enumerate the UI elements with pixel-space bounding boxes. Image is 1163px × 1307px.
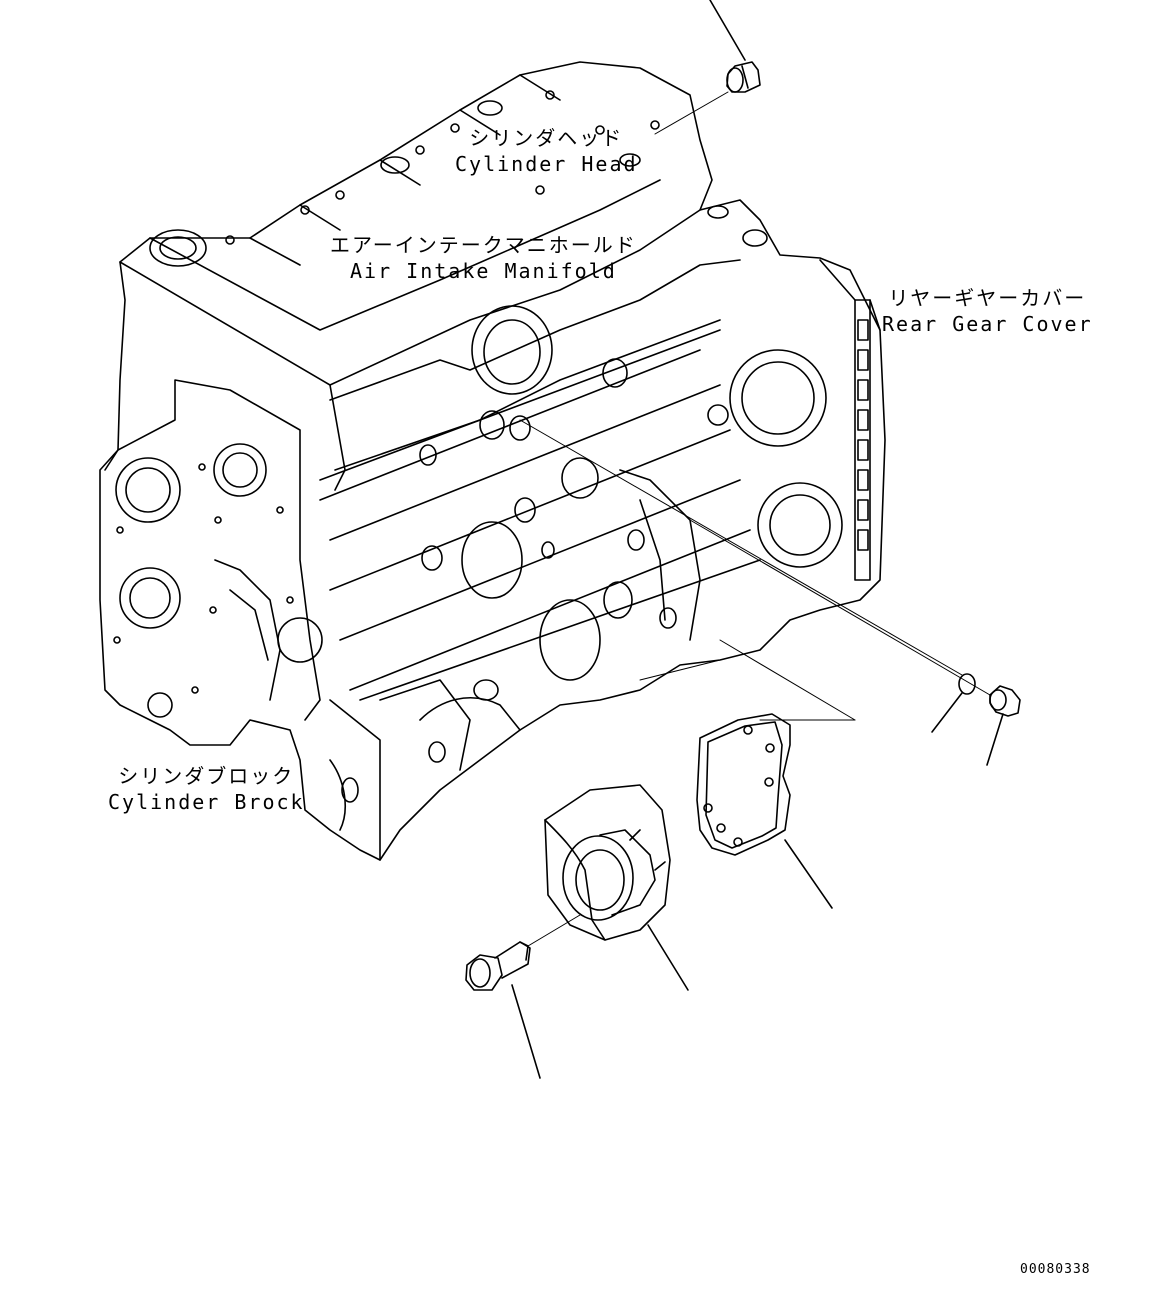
gasket-part	[696, 639, 856, 909]
cylinder-head-label-jp: シリンダヘッド	[469, 126, 624, 150]
adapter-housing-part	[544, 784, 689, 991]
engine-block-illustration	[99, 61, 886, 861]
figure-number: 00080338	[1020, 1262, 1091, 1277]
rear-gear-cover-label: リヤーギヤーカバー Rear Gear Cover	[882, 285, 1093, 337]
cylinder-head-label-en: Cylinder Head	[455, 152, 638, 176]
flange-bolt-part	[465, 914, 581, 1079]
o-ring-and-plug	[519, 419, 1021, 766]
rear-gear-cover-label-jp: リヤーギヤーカバー	[888, 286, 1087, 310]
head-plug-part	[654, 0, 761, 135]
cylinder-block-label: シリンダブロック Cylinder Brock	[108, 763, 305, 815]
air-intake-manifold-label-en: Air Intake Manifold	[350, 259, 617, 283]
air-intake-manifold-label-jp: エアーインテークマニホールド	[330, 233, 637, 257]
cylinder-block-label-jp: シリンダブロック	[118, 764, 295, 788]
rear-gear-cover-label-en: Rear Gear Cover	[882, 312, 1093, 336]
cylinder-head-label: シリンダヘッド Cylinder Head	[455, 125, 638, 177]
air-intake-manifold-label: エアーインテークマニホールド Air Intake Manifold	[330, 232, 637, 284]
cylinder-block-label-en: Cylinder Brock	[108, 790, 305, 814]
